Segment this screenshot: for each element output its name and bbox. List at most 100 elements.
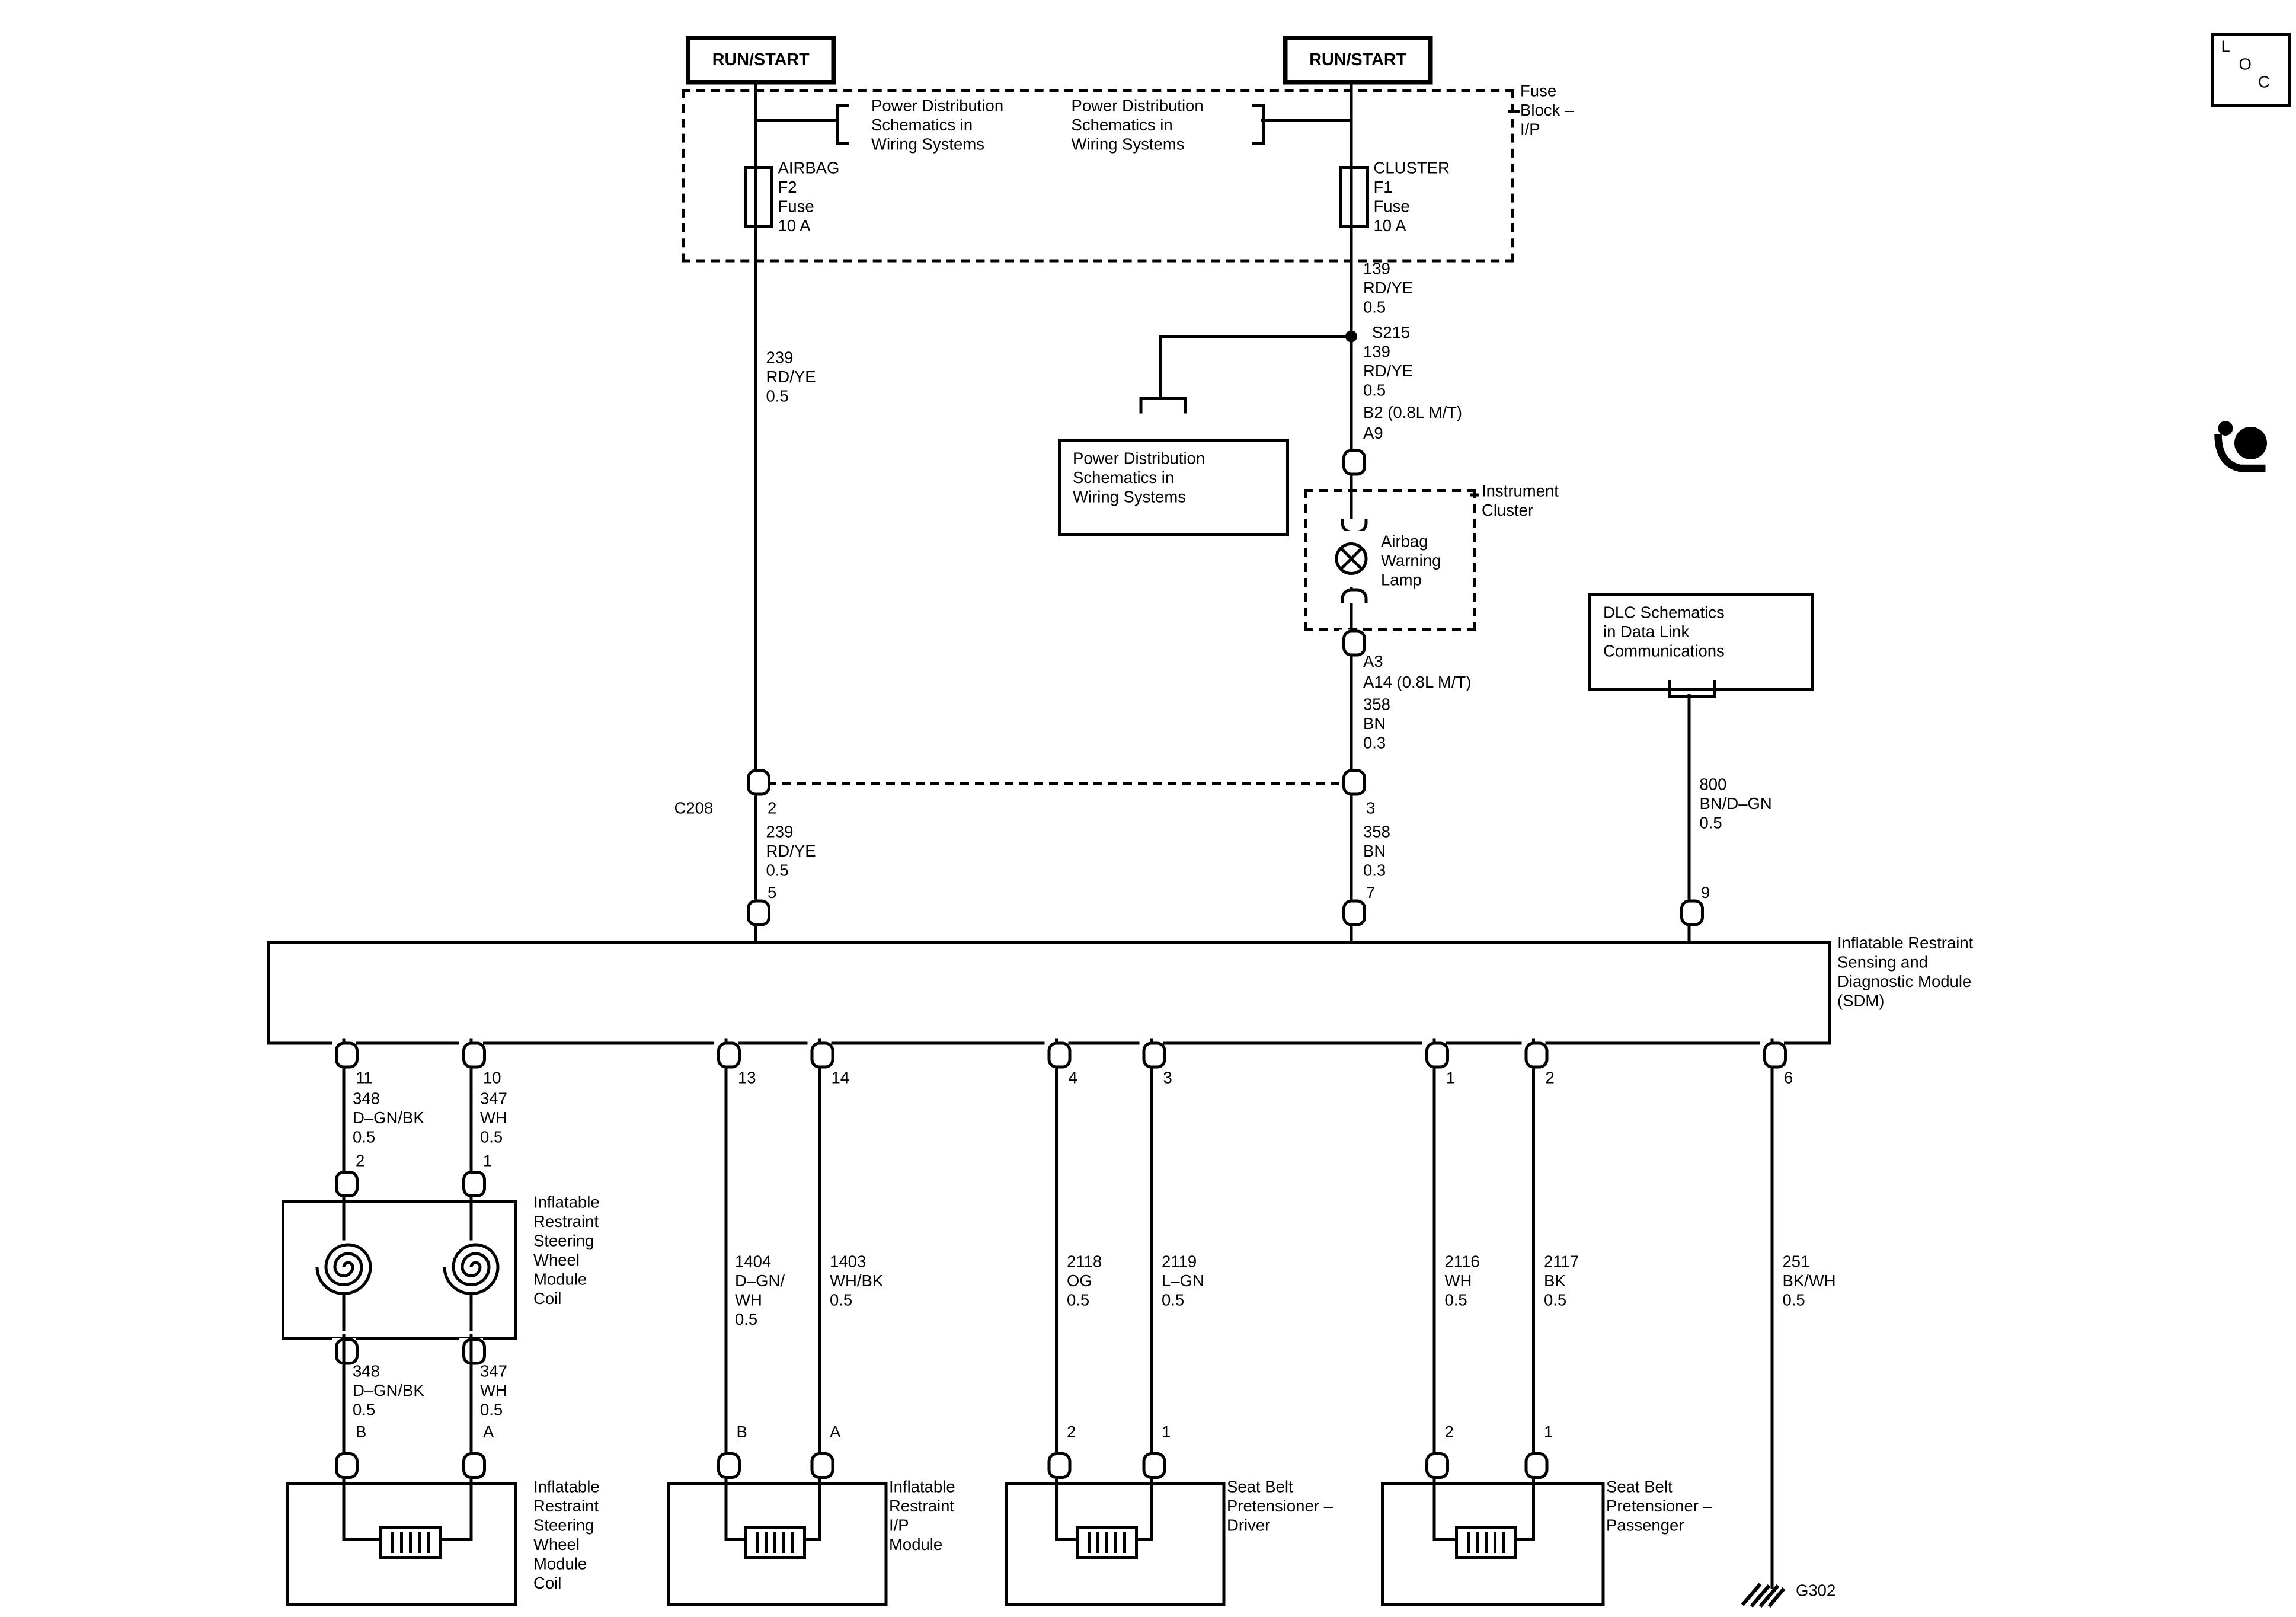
fuse-cluster-label: CLUSTER F1 Fuse 10 A — [1373, 160, 1450, 236]
wire-segment — [1770, 1038, 1774, 1589]
wire-segment — [1532, 1038, 1535, 1482]
pin-label: B — [356, 1424, 367, 1442]
airbag-warning-lamp-label: Airbag Warning Lamp — [1381, 533, 1441, 590]
steering-coil-box — [282, 1200, 517, 1340]
connector-symbol — [1677, 899, 1704, 926]
wire-segment — [469, 1334, 473, 1482]
reference-bracket-icon — [1252, 104, 1265, 145]
squib-symbol — [744, 1526, 806, 1559]
connector-symbol — [1139, 1041, 1166, 1069]
wire-2118-label: 2118 OG 0.5 — [1067, 1254, 1102, 1310]
connector-symbol — [807, 1041, 834, 1069]
loc-letter-o: O — [2239, 56, 2252, 74]
pin-label: 2 — [1444, 1424, 1454, 1442]
wire-segment — [469, 1038, 473, 1200]
wire-segment — [469, 1203, 473, 1241]
fuse-cluster-f1-icon — [1339, 166, 1369, 228]
pin-label: 3 — [1163, 1070, 1172, 1088]
sdm-box — [267, 941, 1831, 1045]
pin-label: 10 — [483, 1070, 501, 1088]
wire-segment — [1432, 1038, 1436, 1482]
wire-segment — [724, 1485, 728, 1541]
wire-1404-label: 1404 D–GN/ WH 0.5 — [735, 1254, 785, 1330]
wire-segment — [818, 1038, 821, 1482]
wire-segment — [818, 1485, 821, 1541]
pin-label: 1 — [1544, 1424, 1553, 1442]
pin-label: 13 — [738, 1070, 756, 1088]
pretensioner-driver-box — [1005, 1482, 1226, 1606]
connector-symbol — [714, 1041, 741, 1069]
pin-a14-label: A14 (0.8L M/T) — [1363, 674, 1472, 692]
pretensioner-passenger-label: Seat Belt Pretensioner – Passenger — [1606, 1479, 1712, 1535]
connector-symbol — [1139, 1452, 1166, 1479]
loc-letter-l: L — [2221, 39, 2230, 56]
wire-239-upper-label: 239 RD/YE 0.5 — [766, 350, 816, 406]
pd-reference-left: Power Distribution Schematics in Wiring … — [871, 98, 1004, 154]
squib-symbol — [379, 1526, 442, 1559]
wire-segment — [1687, 694, 1691, 944]
pin-a3-label: A3 — [1363, 653, 1383, 672]
wire-1403-label: 1403 WH/BK 0.5 — [830, 1254, 884, 1310]
pin-label: 3 — [1366, 800, 1376, 818]
connector-symbol — [1044, 1452, 1072, 1479]
wire-segment — [342, 1038, 346, 1200]
fuse-block-box — [682, 89, 1514, 263]
wire-2117-label: 2117 BK 0.5 — [1544, 1254, 1579, 1310]
pin-label: 1 — [1446, 1070, 1456, 1088]
pin-b2-label: B2 (0.8L M/T) — [1363, 404, 1463, 423]
wire-segment — [1532, 1485, 1535, 1541]
connector-symbol — [1339, 629, 1366, 657]
wire-segment — [1055, 1485, 1058, 1541]
pin-label: 7 — [1366, 884, 1376, 903]
wire-segment — [342, 1293, 346, 1331]
wire-segment — [757, 119, 837, 122]
wire-segment — [724, 1038, 728, 1482]
instrument-cluster-label: Instrument Cluster — [1482, 483, 1559, 520]
wire-347-upper-label: 347 WH 0.5 — [480, 1091, 507, 1147]
fuse-airbag-f2-icon — [744, 166, 773, 228]
c208-label: C208 — [674, 800, 714, 818]
fuse-block-label: Fuse Block – I/P — [1520, 83, 1574, 139]
wire-segment — [1159, 335, 1351, 338]
wire-139-lower-label: 139 RD/YE 0.5 — [1363, 344, 1414, 400]
wire-segment — [342, 1485, 346, 1541]
wire-239-lower-label: 239 RD/YE 0.5 — [766, 824, 816, 880]
pin-label: 5 — [768, 884, 777, 903]
squib-symbol — [1076, 1526, 1138, 1559]
pin-label: 2 — [768, 800, 777, 818]
ground-label: G302 — [1796, 1583, 1836, 1600]
wire-segment — [1055, 1038, 1058, 1482]
pretensioner-driver-label: Seat Belt Pretensioner – Driver — [1227, 1479, 1333, 1535]
pin-label: 9 — [1701, 884, 1710, 903]
pin-label: 6 — [1784, 1070, 1793, 1088]
wire-segment — [1470, 493, 1479, 497]
pin-label: 14 — [831, 1070, 850, 1088]
connector-symbol — [1521, 1452, 1549, 1479]
wire-segment — [1508, 110, 1520, 113]
pd-reference-right: Power Distribution Schematics in Wiring … — [1071, 98, 1204, 154]
connector-symbol — [744, 769, 770, 796]
wire-139-upper-label: 139 RD/YE 0.5 — [1363, 261, 1414, 317]
pin-label: 4 — [1068, 1070, 1077, 1088]
squib-symbol — [1455, 1526, 1517, 1559]
sdm-label: Inflatable Restraint Sensing and Diagnos… — [1837, 935, 1974, 1011]
wire-segment — [469, 1485, 473, 1541]
dlc-reference-box: DLC Schematics in Data Link Communicatio… — [1588, 593, 1814, 691]
wire-segment — [1350, 75, 1353, 942]
ground-icon — [1739, 1577, 1790, 1617]
wire-358-lower-label: 358 BN 0.3 — [1363, 824, 1390, 880]
splice-s215-icon — [1345, 330, 1357, 343]
ip-module-box-label: Inflatable Restraint I/P Module — [889, 1479, 955, 1555]
wire-segment — [342, 1203, 346, 1241]
power-distribution-reference-box: Power Distribution Schematics in Wiring … — [1058, 439, 1289, 536]
connector-symbol — [1521, 1041, 1549, 1069]
run-start-box-left: RUN/START — [686, 36, 836, 85]
connector-symbol — [1044, 1041, 1072, 1069]
wire-segment — [1150, 1485, 1153, 1541]
wire-segment — [1159, 335, 1162, 400]
reference-bracket-icon — [836, 104, 849, 145]
wire-348-lower-label: 348 D–GN/BK 0.5 — [353, 1363, 424, 1420]
pin-label: B — [736, 1424, 747, 1442]
steering-coil-box-label: Inflatable Restraint Steering Wheel Modu… — [533, 1194, 600, 1309]
